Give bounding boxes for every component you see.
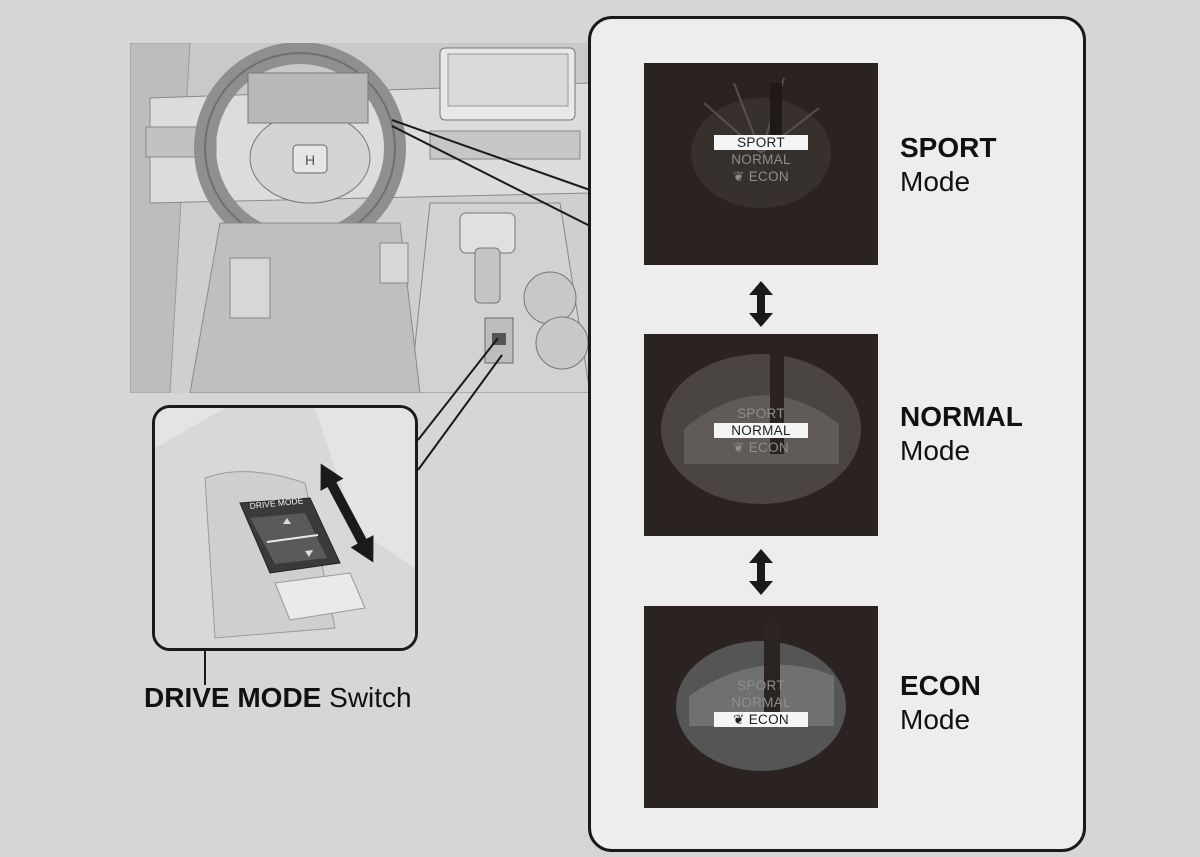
- mode-menu: SPORT NORMAL ❦ ECON: [644, 678, 878, 729]
- menu-item-sport: SPORT: [714, 135, 808, 150]
- sport-mode-screen: SPORT NORMAL ❦ ECON: [644, 63, 878, 265]
- menu-item-econ: ❦ ECON: [714, 712, 808, 727]
- mode-menu: SPORT NORMAL ❦ ECON: [644, 135, 878, 186]
- leaf-icon: ❦: [733, 712, 749, 727]
- econ-mode-label: ECON Mode: [900, 670, 981, 735]
- drive-mode-switch-inset: DRIVE MODE: [152, 405, 418, 651]
- menu-item-normal: NORMAL: [731, 695, 791, 710]
- switch-suffix: Switch: [329, 682, 412, 713]
- menu-item-econ: ❦ ECON: [733, 169, 789, 184]
- menu-item-normal: NORMAL: [714, 423, 808, 438]
- normal-mode-label: NORMAL Mode: [900, 401, 1023, 466]
- car-interior-illustration: H: [129, 42, 591, 394]
- double-arrow-icon: [749, 549, 773, 595]
- switch-name: DRIVE MODE: [144, 682, 322, 713]
- drive-mode-switch-caption: DRIVE MODE Switch: [144, 682, 412, 714]
- drive-modes-panel: SPORT NORMAL ❦ ECON SPORT Mode SPORT NOR…: [588, 16, 1086, 852]
- sport-mode-label: SPORT Mode: [900, 132, 997, 197]
- econ-mode-screen: SPORT NORMAL ❦ ECON: [644, 606, 878, 808]
- leaf-icon: ❦: [733, 169, 749, 184]
- leaf-icon: ❦: [733, 440, 749, 455]
- mode-menu: SPORT NORMAL ❦ ECON: [644, 406, 878, 457]
- normal-mode-screen: SPORT NORMAL ❦ ECON: [644, 334, 878, 536]
- menu-item-normal: NORMAL: [731, 152, 791, 167]
- menu-item-sport: SPORT: [737, 678, 785, 693]
- menu-item-sport: SPORT: [737, 406, 785, 421]
- double-arrow-icon: [749, 281, 773, 327]
- svg-text:H: H: [305, 152, 315, 168]
- menu-item-econ: ❦ ECON: [733, 440, 789, 455]
- double-arrow-icon: [320, 463, 374, 563]
